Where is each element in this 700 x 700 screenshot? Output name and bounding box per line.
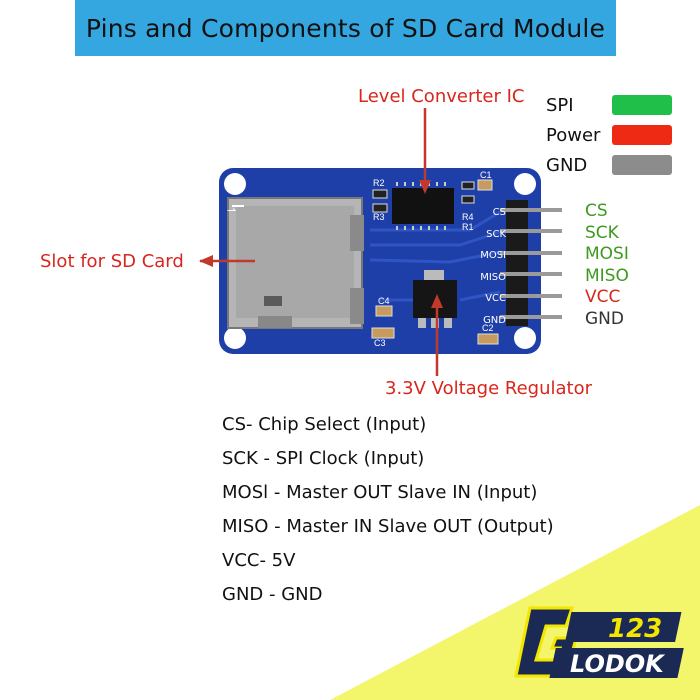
silk-pin: MOSI [480,250,506,261]
level-converter-ic [392,182,454,230]
sd-card-slot: ⇀ [227,197,364,329]
svg-text:⇀: ⇀ [227,204,236,217]
pin-header [500,200,562,326]
silkscreen-pin-labels: CS SCK MOSI MISO VCC GND [466,202,506,331]
silk-pin: GND [483,314,506,326]
silk-component: R1 [462,222,474,232]
pin-description: VCC- 5V [222,550,296,571]
silk-pin: SCK [486,228,506,240]
mounting-hole [224,173,246,195]
title-bar: Pins and Components of SD Card Module [75,0,616,56]
logo-word: LODOK [570,650,666,678]
mounting-hole [514,173,536,195]
legend: SPI Power GND [546,90,672,180]
pin-label: SCK [585,222,619,243]
sd-slot-label: Slot for SD Card [40,251,184,272]
silk-component: C3 [374,338,386,348]
pin-label-list: CS SCK MOSI MISO VCC GND [585,201,629,330]
pin-description: SCK - SPI Clock (Input) [222,448,425,469]
pin-description-list: CS- Chip Select (Input) SCK - SPI Clock … [222,414,554,618]
legend-item: Power [546,120,672,150]
pin-label: GND [585,308,624,329]
silk-pin: VCC [485,293,506,304]
legend-label: SPI [546,94,574,116]
silk-component: R3 [373,212,385,222]
mounting-hole [514,327,536,349]
pin-label: CS [585,201,608,221]
legend-swatch [612,95,672,115]
legend-swatch [612,155,672,175]
silk-pin: MISO [480,271,506,283]
mounting-hole [224,327,246,349]
regulator-label: 3.3V Voltage Regulator [385,378,593,399]
legend-item: SPI [546,90,672,120]
silk-pin: CS [492,207,506,218]
silk-component: C2 [482,323,494,333]
legend-label: Power [546,124,601,146]
logo-number: 123 [608,614,662,644]
passive-components [371,179,499,345]
pin-description: MISO - Master IN Slave OUT (Output) [222,516,554,537]
page-title: Pins and Components of SD Card Module [85,13,606,43]
legend-swatch [612,125,672,145]
pin-label: MISO [585,265,629,286]
pcb-traces [369,210,501,302]
brand-logo: 123 LODOK [514,606,684,678]
legend-label: GND [546,154,588,176]
pin-description: MOSl - Master OUT Slave IN (Input) [222,482,538,503]
silk-component: R2 [373,178,385,188]
pin-label: VCC [585,287,621,307]
pin-description: GND - GND [222,584,323,605]
legend-item: GND [546,150,672,180]
level-converter-label: Level Converter IC [358,86,525,107]
silk-component: R4 [462,212,474,222]
silk-component: C4 [378,296,390,306]
pin-label: MOSI [585,244,629,264]
pin-description: CS- Chip Select (Input) [222,414,427,435]
silk-component: C1 [480,170,492,180]
